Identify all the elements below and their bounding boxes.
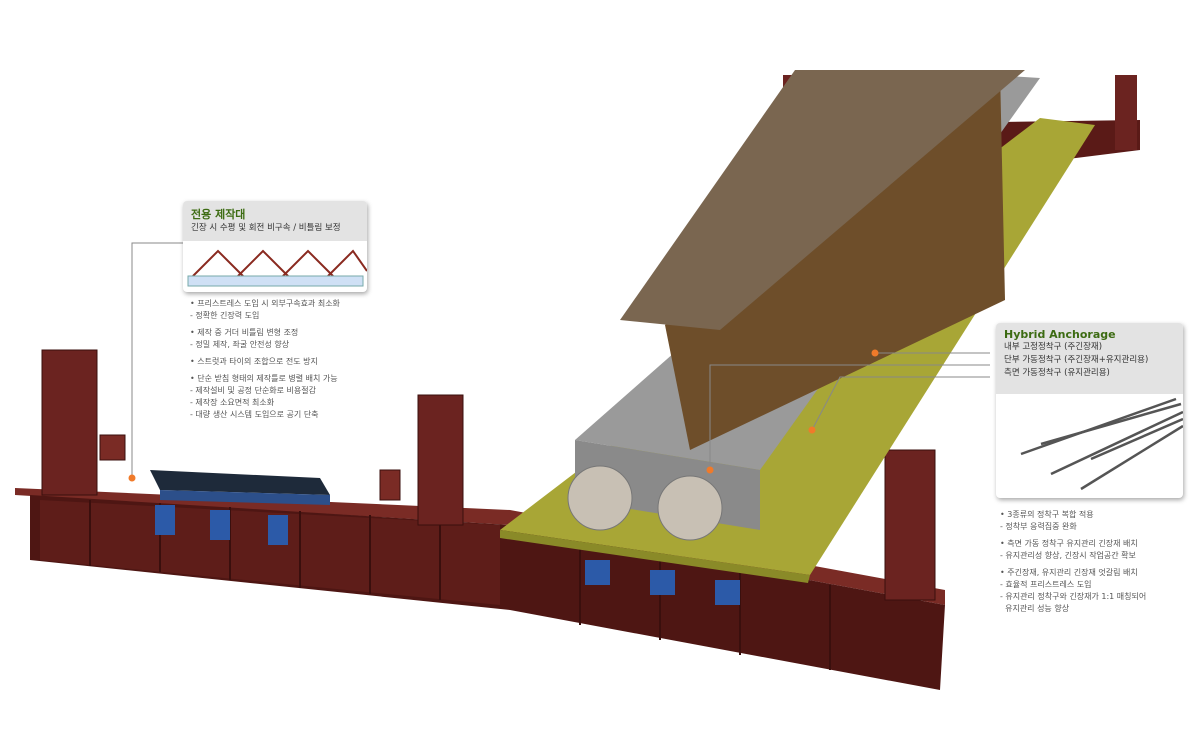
note-line: • 주긴장재, 유지관리 긴장재 엇갈림 배치 xyxy=(1000,568,1138,577)
leader-lines xyxy=(131,242,990,478)
note-group: • 측면 가동 정착구 유지관리 긴장재 배치 - 유지관리성 향상, 긴장시 작… xyxy=(1000,538,1146,562)
fabrication-table-callout: 전용 제작대 긴장 시 수평 및 회전 비구속 / 비틀림 보정 xyxy=(183,201,367,292)
note-group: • 주긴장재, 유지관리 긴장재 엇갈림 배치 - 효율적 프리스트레스 도입 - … xyxy=(1000,567,1146,615)
callout-subtitle: 긴장 시 수평 및 회전 비구속 / 비틀림 보정 xyxy=(191,223,341,233)
note-group: • 스트럿과 타이의 조합으로 전도 방지 xyxy=(190,356,340,368)
note-line: - 유지관리 정착구와 긴장재가 1:1 매칭되어 xyxy=(1000,592,1147,601)
hybrid-anchorage-notes: • 3종류의 정착구 복합 적용 - 정착부 응력집중 완화 • 측면 가동 정착… xyxy=(1000,509,1146,620)
note-line: - 정착부 응력집중 완화 xyxy=(1000,522,1077,531)
callout-title: 전용 제작대 xyxy=(191,208,246,221)
note-line: - 제작설비 및 공정 단순화로 비용절감 xyxy=(190,386,317,395)
note-line: - 대량 생산 시스템 도입으로 공기 단축 xyxy=(190,410,319,419)
note-group: • 3종류의 정착구 복합 적용 - 정착부 응력집중 완화 xyxy=(1000,509,1146,533)
callout-title: Hybrid Anchorage xyxy=(1004,328,1116,341)
fabrication-table-notes: • 프리스트레스 도입 시 외부구속효과 최소화 - 정확한 긴장력 도입 • 제… xyxy=(190,298,340,426)
anchorage-strands-diagram xyxy=(1020,397,1183,491)
note-line: • 제작 중 거더 비틀림 변형 조정 xyxy=(190,328,299,337)
note-line: • 3종류의 정착구 복합 적용 xyxy=(1000,510,1094,519)
fabrication-table xyxy=(150,470,330,545)
note-line: - 유지관리성 향상, 긴장시 작업공간 확보 xyxy=(1000,551,1136,560)
note-line: - 정확한 긴장력 도입 xyxy=(190,311,260,320)
note-line: - 정밀 제작, 좌굴 안전성 향상 xyxy=(190,340,290,349)
note-group: • 제작 중 거더 비틀림 변형 조정 - 정밀 제작, 좌굴 안전성 향상 xyxy=(190,327,340,351)
marker-dots xyxy=(128,349,879,482)
note-line: 유지관리 성능 향상 xyxy=(1000,604,1070,613)
support-posts xyxy=(41,349,936,601)
note-group: • 단순 받침 형태의 제작틀로 병렬 배치 가능 - 제작설비 및 공정 단순화… xyxy=(190,373,340,421)
note-line: - 제작장 소요면적 최소화 xyxy=(190,398,275,407)
note-line: - 효율적 프리스트레스 도입 xyxy=(1000,580,1092,589)
note-line: • 단순 받침 형태의 제작틀로 병렬 배치 가능 xyxy=(190,374,338,383)
lower-bearings xyxy=(585,560,740,605)
truss-diagram xyxy=(187,249,367,287)
note-line: • 스트럿과 타이의 조합으로 전도 방지 xyxy=(190,357,318,366)
hybrid-anchorage-callout: Hybrid Anchorage 내부 고정정착구 (주긴장재) 단부 가동정착… xyxy=(996,323,1183,498)
note-line: • 측면 가동 정착구 유지관리 긴장재 배치 xyxy=(1000,539,1138,548)
note-line: • 프리스트레스 도입 시 외부구속효과 최소화 xyxy=(190,299,340,308)
note-group: • 프리스트레스 도입 시 외부구속효과 최소화 - 정확한 긴장력 도입 xyxy=(190,298,340,322)
steel-i-beam xyxy=(620,70,1025,450)
